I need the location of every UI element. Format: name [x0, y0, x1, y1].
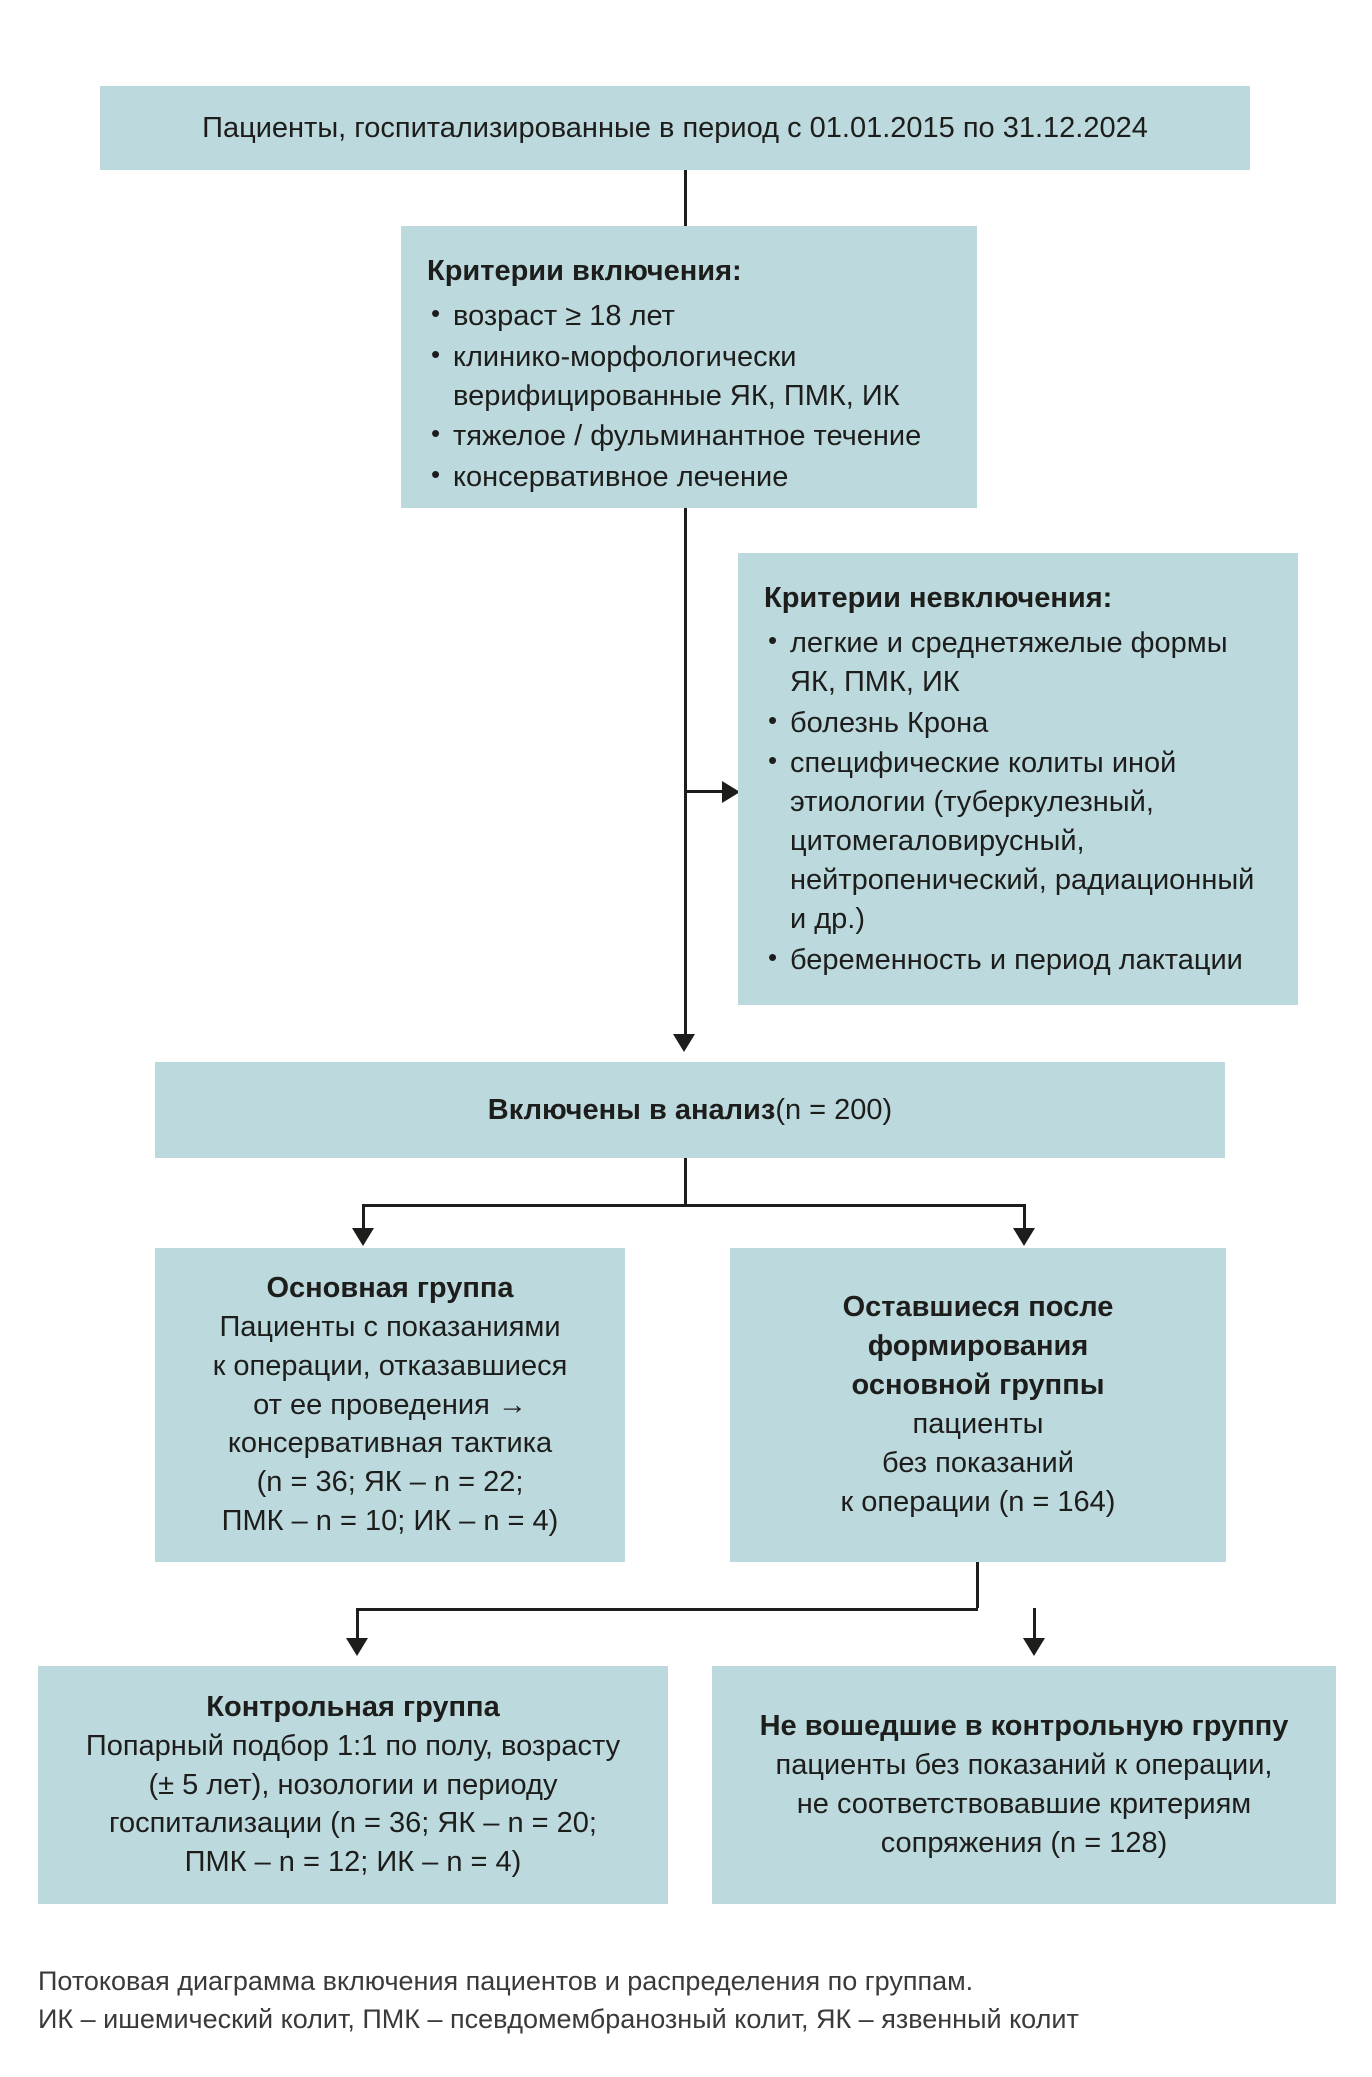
- excluded-from-control-line: не соответствовавшие критериям: [796, 1788, 1252, 1820]
- remaining-group-line: без показаний: [882, 1446, 1074, 1479]
- remaining-group-line: пациенты: [912, 1408, 1044, 1440]
- connector-to-excluded-control: [1033, 1608, 1036, 1644]
- connector-remaining-stem: [976, 1562, 979, 1608]
- excluded-from-control-heading: Не вошедшие в контрольную группу: [759, 1710, 1289, 1743]
- remaining-group-heading-line: Оставшиеся после: [842, 1291, 1114, 1324]
- main-group-line: ПМК – n = 10; ИК – n = 4): [221, 1505, 559, 1538]
- source-population-text: Пациенты, госпитализированные в период с…: [202, 111, 1148, 144]
- included-in-analysis-bold: Включены в анализ: [487, 1093, 776, 1126]
- control-group-line: Попарный подбор 1:1 по полу, возрасту: [85, 1729, 621, 1762]
- inclusion-criteria-list: возраст ≥ 18 лет клинико-морфологически …: [427, 296, 955, 497]
- remaining-group-heading-line: формирования: [867, 1330, 1089, 1363]
- connector-source-to-inclusion: [684, 170, 687, 226]
- source-population-box: Пациенты, госпитализированные в период с…: [100, 86, 1250, 170]
- connector-remaining-split: [356, 1608, 978, 1611]
- included-in-analysis-box: Включены в анализ (n = 200): [155, 1062, 1225, 1158]
- exclusion-criteria-item: беременность и период лактации: [764, 940, 1276, 980]
- connector-included-stem: [684, 1158, 687, 1204]
- connector-to-remaining-group: [1023, 1204, 1026, 1234]
- exclusion-criteria-item: специфические колиты иной этиологии (туб…: [764, 743, 1276, 938]
- arrow-into-exclusion-box: [722, 781, 740, 803]
- control-group-line: (± 5 лет), нозологии и периоду: [148, 1768, 558, 1801]
- exclusion-criteria-item: легкие и среднетяжелые формы ЯК, ПМК, ИК: [764, 623, 1276, 702]
- arrow-into-remaining-group-box: [1013, 1228, 1035, 1246]
- excluded-from-control-box: Не вошедшие в контрольную группу пациент…: [712, 1666, 1336, 1904]
- main-group-heading: Основная группа: [266, 1271, 514, 1304]
- figure-caption-line-1: Потоковая диаграмма включения пациентов …: [38, 1966, 974, 1996]
- exclusion-criteria-list: легкие и среднетяжелые формы ЯК, ПМК, ИК…: [764, 623, 1276, 980]
- remaining-group-line: к операции (n = 164): [840, 1485, 1116, 1518]
- inclusion-criteria-heading: Критерии включения:: [427, 255, 742, 287]
- connector-inclusion-to-included: [684, 508, 687, 1042]
- main-group-line: (n = 36; ЯК – n = 22;: [256, 1466, 524, 1499]
- main-group-line: к операции, отказавшиеся: [212, 1349, 568, 1382]
- arrow-into-included-box: [673, 1034, 695, 1052]
- control-group-heading: Контрольная группа: [206, 1690, 500, 1723]
- exclusion-criteria-box: Критерии невключения: легкие и среднетяж…: [738, 553, 1298, 1005]
- exclusion-criteria-heading: Критерии невключения:: [764, 582, 1113, 614]
- excluded-from-control-line: пациенты без показаний к операции,: [775, 1749, 1273, 1782]
- main-group-line: консервативная тактика: [227, 1427, 553, 1460]
- figure-caption-line-2: ИК – ишемический колит, ПМК – псевдомемб…: [38, 2004, 1079, 2035]
- connector-included-split: [362, 1204, 1026, 1207]
- control-group-line: ПМК – n = 12; ИК – n = 4): [184, 1846, 522, 1879]
- included-in-analysis-count: (n = 200): [775, 1093, 893, 1126]
- control-group-line: госпитализации (n = 36; ЯК – n = 20;: [109, 1807, 597, 1840]
- connector-to-control-group: [356, 1608, 359, 1644]
- arrow-into-control-group-box: [346, 1638, 368, 1656]
- connector-to-exclusion: [686, 790, 724, 793]
- control-group-box: Контрольная группа Попарный подбор 1:1 п…: [38, 1666, 668, 1904]
- inclusion-criteria-item: клинико-морфологически верифицированные …: [427, 337, 955, 416]
- main-group-line: Пациенты с показаниями: [219, 1310, 561, 1343]
- inclusion-criteria-item: возраст ≥ 18 лет: [427, 296, 955, 336]
- excluded-from-control-line: сопряжения (n = 128): [880, 1826, 1168, 1859]
- connector-to-main-group: [362, 1204, 365, 1234]
- main-group-line: от ее проведения →: [253, 1388, 527, 1421]
- figure-caption: Потоковая диаграмма включения пациентов …: [38, 1962, 1338, 2039]
- inclusion-criteria-box: Критерии включения: возраст ≥ 18 лет кли…: [401, 226, 977, 508]
- inclusion-criteria-item: тяжелое / фульминантное течение: [427, 416, 955, 456]
- exclusion-criteria-item: болезнь Крона: [764, 703, 1276, 743]
- arrow-into-excluded-control-box: [1023, 1638, 1045, 1656]
- remaining-group-heading-line: основной группы: [851, 1369, 1105, 1402]
- main-group-box: Основная группа Пациенты с показаниями к…: [155, 1248, 625, 1562]
- inclusion-criteria-item: консервативное лечение: [427, 457, 955, 497]
- remaining-group-box: Оставшиеся после формирования основной г…: [730, 1248, 1226, 1562]
- arrow-into-main-group-box: [352, 1228, 374, 1246]
